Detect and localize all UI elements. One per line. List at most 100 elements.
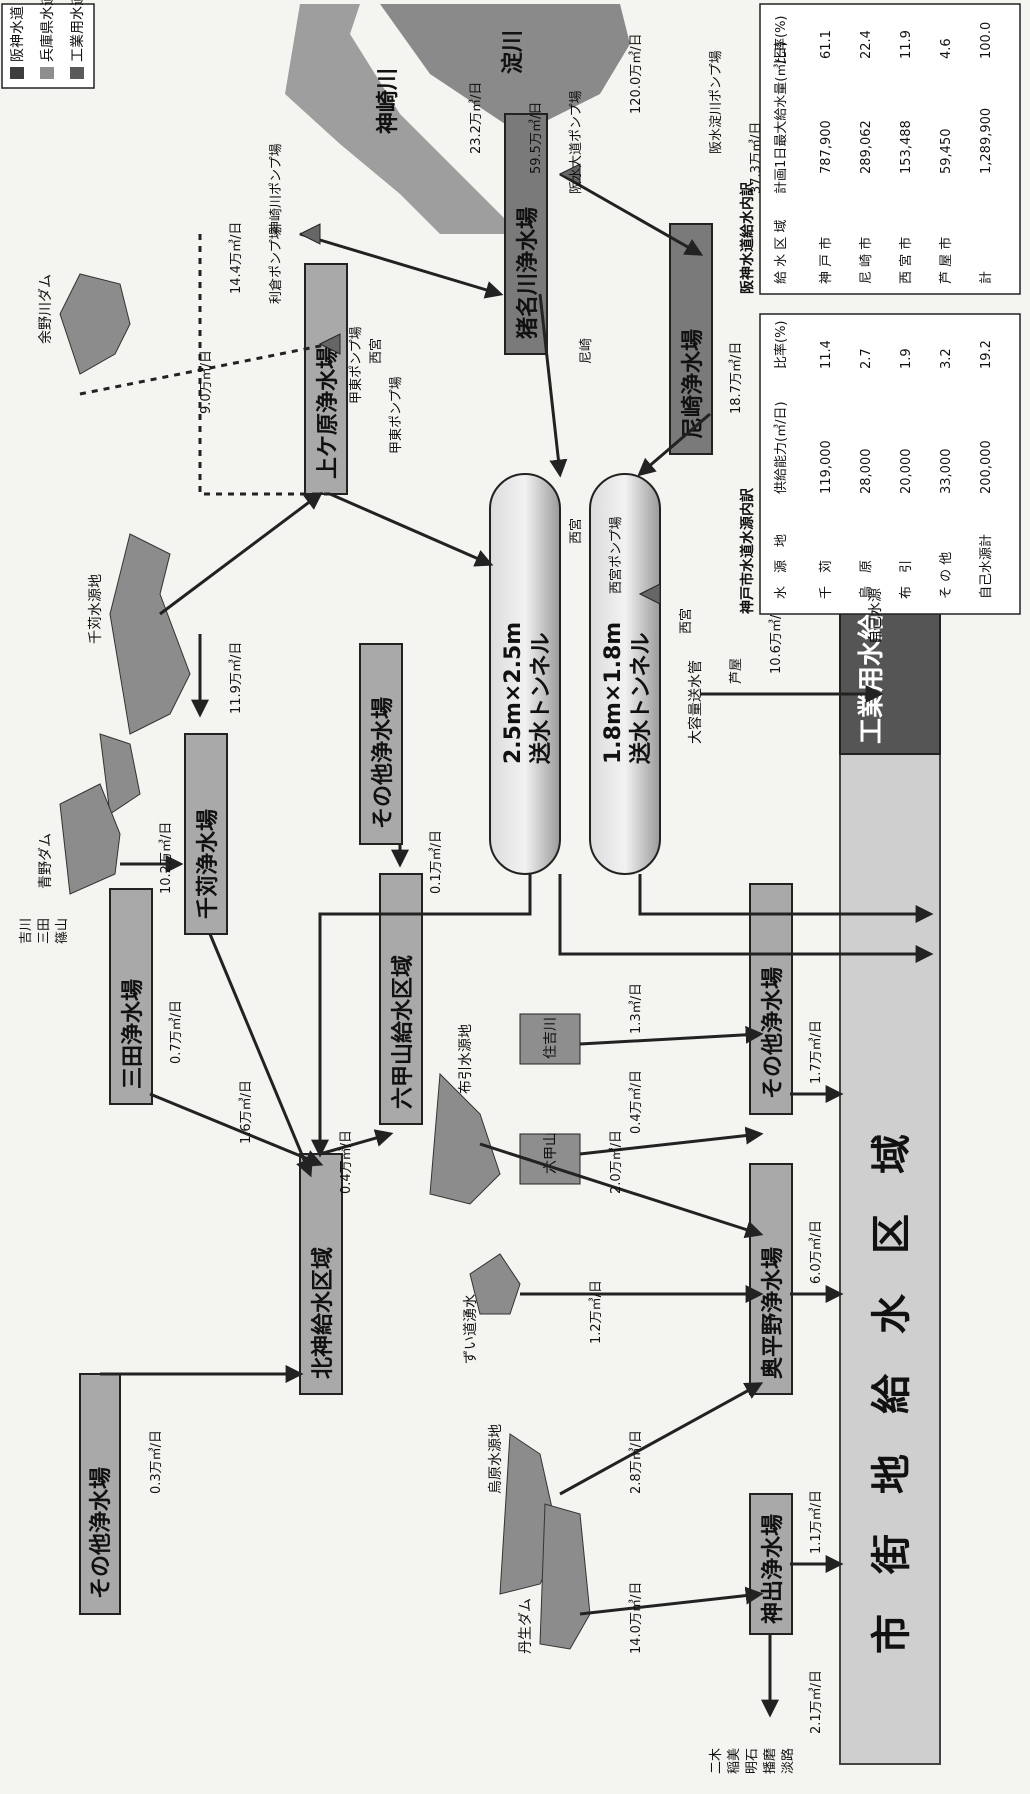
flow-label-sonota-hokushin: 0.3万㎥/日 [149, 1430, 164, 1494]
hanshin-row-3-ratio: 4.6 [939, 38, 954, 59]
sengari-plant-box [184, 733, 228, 935]
flow-hokushin-rokko [319, 1129, 394, 1156]
sengari-source-label: 千苅水源地 [87, 574, 104, 644]
hanshin-row-0-cap: 787,900 [819, 120, 834, 174]
suido-spring-shape [469, 1253, 521, 1315]
place-amagasaki: 尼崎 [579, 338, 594, 364]
kotoen-pump-marker [318, 333, 341, 355]
tunnel-1-body [489, 473, 561, 875]
hanshin-row-4-ratio: 100.0 [979, 22, 994, 59]
kamide-area-2: 明石 [745, 1748, 760, 1774]
hanshin-header-2: 比率(%) [773, 16, 789, 65]
tunnel-1-name: 送水トンネル [528, 632, 554, 764]
hanshin-row-0-name: 神 戸 市 [818, 237, 834, 284]
kobe-header-0: 水 源 地 [774, 534, 789, 599]
rivers: 神崎川 淀川 [285, 4, 630, 234]
kamide-area-1: 稲美 [727, 1748, 742, 1774]
flow-tunnel-hokushin [311, 874, 532, 1158]
tsurugi-dam-shape [539, 1503, 591, 1650]
hanshin-table-frame [759, 3, 1021, 295]
flow-label-aono: 10.2万㎥/日 [159, 822, 174, 894]
legend-hanshin: 阪神水道 [10, 6, 26, 62]
flow-hyogo-dashed [198, 234, 330, 496]
flow-sumiyoshi-plant [579, 1025, 764, 1046]
flow-label-amagasaki: 18.7万㎥/日 [729, 342, 744, 414]
kobe-header-2: 比率(%) [773, 321, 789, 370]
legend-swatch-hanshin [10, 67, 24, 79]
sanda-plant-label: 三田浄水場 [120, 979, 146, 1089]
legend: 阪神水道 兵庫県水道 工業用水道 [1, 0, 95, 89]
kobe-row-1-ratio: 2.7 [859, 348, 874, 369]
flow-label-sonota-city: 1.7万㎥/日 [809, 1020, 824, 1084]
flow-label-sengari-hokushin: 1.6万㎥/日 [239, 1080, 254, 1144]
kamide-areas: 二木 稲美 明石 播磨 淡路 [709, 1748, 796, 1774]
sanda-area-0: 吉川 [19, 918, 34, 944]
flow-label-yono: 9.0万㎥/日 [199, 350, 214, 414]
kotoen-pump-label: 甲東ポンプ場 [348, 326, 364, 404]
kamide-area-3: 播磨 [763, 1748, 778, 1774]
hanshin-table-title: 阪神水道給水内訳 [739, 181, 756, 294]
nishinomiya-pump-marker [638, 583, 661, 605]
flow-tunnel2-city [638, 874, 934, 923]
flow-inagawa-tunnel [538, 293, 568, 478]
city-zone-label: 市 街 地 給 水 区 域 [869, 1134, 915, 1654]
sengari-tail-shape [99, 733, 141, 815]
sanda-area-2: 篠山 [55, 918, 70, 944]
flow-label-kamide-out: 2.1万㎥/日 [809, 1670, 824, 1734]
kobe-row-3-cap: 33,000 [939, 449, 954, 495]
kamide-area-4: 淡路 [780, 1748, 796, 1774]
kobe-row-2-name: 布 引 [899, 560, 914, 599]
sonota-plant-rokko-box [359, 643, 403, 845]
kobe-row-1-name: 烏 原 [858, 560, 874, 599]
legend-industrial: 工業用水道 [70, 0, 86, 62]
flow-label-tsurugi: 14.0万㎥/日 [629, 1582, 644, 1654]
legend-swatch-industrial [70, 67, 84, 79]
tunnel-2-size: 1.8m×1.8m [601, 622, 626, 764]
flow-label-sumiyoshi: 1.3㎥/日 [629, 983, 644, 1034]
flow-nunobiki-okuhirano [479, 1142, 764, 1239]
hokushin-zone-label: 北神給水区域 [310, 1247, 336, 1379]
kobe-row-4-name: 自己水源計 [978, 534, 994, 599]
uegahara-plant-label: 上ケ原浄水場 [315, 347, 341, 479]
flow-tsurugi-kamide [579, 1586, 764, 1616]
rokko-zone-label: 六甲山給水区域 [390, 955, 416, 1109]
yodo-river-shape [380, 4, 630, 134]
flow-yodo-amagasaki [559, 172, 704, 256]
reservoirs [59, 273, 591, 1650]
tsurugi-dam-label: 丹生ダム [518, 1598, 534, 1654]
hanshin-row-1-name: 尼 崎 市 [858, 237, 874, 284]
flow-label-okuhirano: 6.0万㎥/日 [809, 1220, 824, 1284]
kanzaki-river-shape [285, 4, 520, 234]
flow-label-kanzaki: 14.4万㎥/日 [229, 222, 244, 294]
flow-kanzaki-inagawa [299, 232, 504, 299]
flow-label-sengari: 11.9万㎥/日 [229, 642, 244, 714]
tunnel-2-name: 送水トンネル [628, 632, 654, 764]
legend-hyogo: 兵庫県水道 [39, 0, 56, 62]
hanshin-yodo-pump-label: 阪水淀川ポンプ場 [709, 50, 724, 154]
hanshin-row-3-cap: 59,450 [939, 129, 954, 175]
flow-label-sanda-hokushin: 0.7万㎥/日 [169, 1000, 184, 1064]
kobe-row-3-name: そ の 他 [939, 552, 954, 599]
sonota-plant-city-box [749, 883, 793, 1115]
kobe-table-title: 神戸市水道水源内訳 [739, 487, 756, 614]
flow-karasu-okuhirano [559, 1382, 764, 1496]
flow-tunnel-city [558, 874, 934, 963]
kamide-area-0: 二木 [709, 1748, 724, 1774]
plants: その他浄水場 三田浄水場 千苅浄水場 その他浄水場 上ケ原浄水場 猪名川浄水場 … [79, 113, 793, 1635]
sonota-plant-city-label: その他浄水場 [760, 967, 786, 1099]
nunobiki-source-shape [429, 1072, 501, 1205]
sengari-plant-label: 千苅浄水場 [195, 809, 221, 919]
flow-label-kamide-city: 1.1万㎥/日 [809, 1490, 824, 1554]
okuhirano-plant-label: 奥平野浄水場 [760, 1247, 786, 1379]
kobe-table-frame [759, 313, 1021, 615]
hanshin-row-0-ratio: 61.1 [819, 30, 834, 59]
place-ashiya: 芦屋 [729, 658, 744, 684]
kotoen-pump-label-2: 甲東ポンプ場 [388, 376, 404, 454]
kobe-row-0-ratio: 11.4 [819, 340, 834, 369]
flow-amagasaki-tunnel [637, 412, 711, 477]
hanshin-header-1: 計画1日最大給水量(㎥/日) [773, 41, 789, 194]
kobe-row-0-cap: 119,000 [819, 440, 834, 494]
rikura-pump-label: 利倉ポンプ場 [269, 226, 284, 304]
place-nishinomiya-3: 西宮 [678, 608, 694, 634]
